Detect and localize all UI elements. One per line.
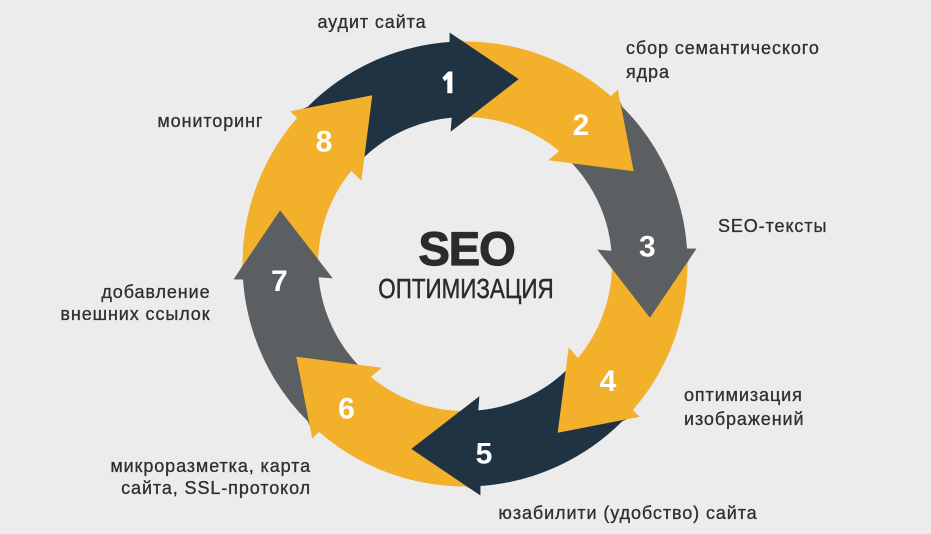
svg-text:5: 5 [476,438,493,471]
svg-text:2: 2 [573,109,590,142]
svg-text:4: 4 [600,365,617,398]
svg-text:3: 3 [639,231,656,264]
svg-text:6: 6 [338,393,355,426]
svg-text:7: 7 [271,265,288,298]
svg-text:8: 8 [316,126,333,159]
